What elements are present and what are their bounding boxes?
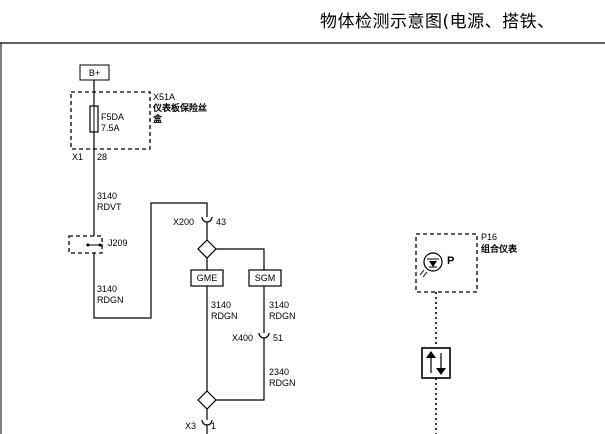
splice-j209-box <box>68 235 103 254</box>
wire-sgm-color: RDGN <box>269 311 296 321</box>
cluster-symbol: P <box>447 255 455 267</box>
wire-3 <box>216 338 265 401</box>
wire-1-color: RDVT <box>97 202 122 212</box>
wire-gme-color: RDGN <box>211 311 238 321</box>
splice-j209-dot-right <box>98 243 102 247</box>
splice-diamond-bottom <box>197 390 217 410</box>
connector-x3-pin: 1 <box>211 421 217 431</box>
cluster-name: 组合仪表 <box>481 244 518 254</box>
sgm-label: SGM <box>254 273 276 283</box>
wire-2 <box>93 202 208 319</box>
wire-sgm-circuit: 3140 <box>269 300 290 310</box>
wire-2-circuit: 3140 <box>97 284 118 294</box>
splice-diamond-top <box>197 239 217 259</box>
fuse-block-connector: X51A <box>153 92 176 102</box>
cluster-id: P16 <box>481 232 498 242</box>
power-label: B+ <box>88 68 101 78</box>
connector-x3-id: X3 <box>185 421 197 431</box>
sgm-box <box>248 269 282 287</box>
connector-x3-symbol <box>201 419 213 426</box>
data-link-box <box>421 347 451 379</box>
splice-j209-dot-left <box>86 243 90 247</box>
connector-x400-pin: 51 <box>273 333 284 343</box>
connector-x400-symbol <box>258 332 270 339</box>
connector-x1: X1 <box>72 152 84 162</box>
wire-3-color: RDGN <box>269 378 296 388</box>
splice-j209-label: J209 <box>108 238 128 248</box>
page-title: 物体检测示意图(电源、搭铁、 <box>320 12 555 32</box>
wire-gme-circuit: 3140 <box>211 300 232 310</box>
gme-label: GME <box>196 273 218 283</box>
fuse-rating: 7.5A <box>101 123 120 133</box>
pin-x1: 28 <box>97 152 108 162</box>
wire-2-color: RDGN <box>97 295 124 305</box>
connector-x400-id: X400 <box>232 333 254 343</box>
connector-x200-symbol <box>201 216 213 223</box>
wire-sgm-top <box>216 248 265 270</box>
fuse-block-outline <box>70 91 151 150</box>
connector-x200-pin: 43 <box>216 217 227 227</box>
wire-1-circuit: 3140 <box>97 191 118 201</box>
fuse-block-name: 仪表板保险丝盒 <box>153 103 208 124</box>
cluster-outline <box>415 233 478 293</box>
wire-3-circuit: 2340 <box>269 367 290 377</box>
fuse-id: F5DA <box>101 112 125 122</box>
connector-x200-id: X200 <box>173 217 195 227</box>
